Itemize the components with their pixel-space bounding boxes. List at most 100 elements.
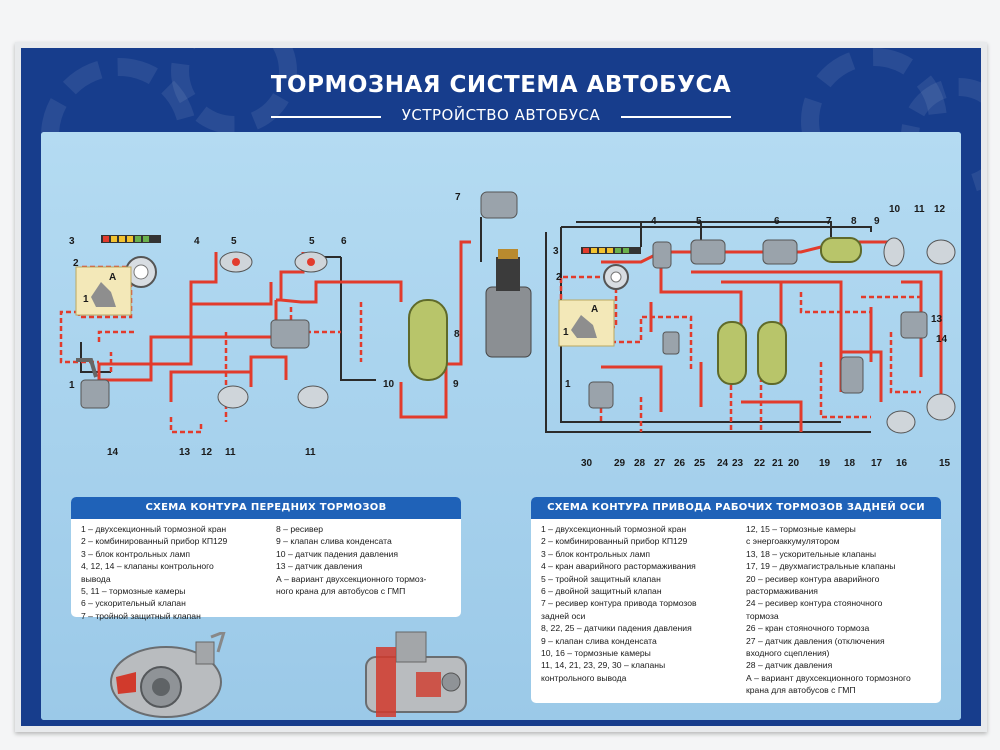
receiver-tank-icon <box>408 299 448 381</box>
legend-rear-brakes: СХЕМА КОНТУРА ПРИВОДА РАБОЧИХ ТОРМОЗОВ З… <box>531 497 941 703</box>
label-14: 14 <box>107 447 119 458</box>
label-2: 2 <box>73 258 79 269</box>
rlabel-8: 8 <box>851 216 857 227</box>
brake-chamber-rear-icon <box>883 237 905 267</box>
rear-scheme: 4 5 6 7 8 9 10 11 12 3 2 А 1 1 13 14 30 … <box>545 204 956 469</box>
brake-valve-icon <box>80 379 110 409</box>
legend-line: 13, 18 – ускорительные клапаны <box>746 548 877 559</box>
legend-line: А – вариант двухсекционного тормозного <box>746 672 911 683</box>
legend-line: контрольного вывода <box>541 672 627 683</box>
label-10: 10 <box>383 379 395 390</box>
label-5a: 5 <box>231 236 237 247</box>
legend-front-heading: СХЕМА КОНТУРА ПЕРЕДНИХ ТОРМОЗОВ <box>71 497 461 519</box>
legend-line: крана для автобусов с ГМП <box>746 685 856 696</box>
legend-line: 6 – двойной защитный клапан <box>541 586 662 597</box>
triple-valve-rear-icon <box>690 239 726 265</box>
parking-brake-valve-icon <box>662 331 680 355</box>
rlabel-17: 17 <box>871 458 883 469</box>
poster-board: ТОРМОЗНАЯ СИСТЕМА АВТОБУСА УСТРОЙСТВО АВ… <box>15 42 987 732</box>
label-5b: 5 <box>309 236 315 247</box>
legend-rear-col1: 1 – двухсекционный тормозной кран 2 – ко… <box>541 523 746 684</box>
rlabel-13: 13 <box>931 314 943 325</box>
brake-chamber-16-icon <box>886 410 916 434</box>
label-12: 12 <box>201 447 213 458</box>
label-6: 6 <box>341 236 347 247</box>
legend-line: с энергоаккумулятором <box>746 536 840 547</box>
rlabel-21: 21 <box>772 458 784 469</box>
receiver-24-icon <box>717 321 747 385</box>
legend-line: 5 – тройной защитный клапан <box>541 573 661 584</box>
subtitle-line-right <box>621 116 731 118</box>
legend-line: растормаживания <box>746 586 818 597</box>
label-8: 8 <box>454 329 460 340</box>
brake-chamber-icon <box>297 385 329 409</box>
rear-dark-pipe <box>545 221 872 433</box>
legend-line: 10, 16 – тормозные камеры <box>541 648 651 659</box>
label-1: 1 <box>69 380 75 391</box>
rlabel-22: 22 <box>754 458 766 469</box>
legend-front-brakes: СХЕМА КОНТУРА ПЕРЕДНИХ ТОРМОЗОВ 1 – двух… <box>71 497 461 621</box>
protective-valve-cutaway-icon <box>365 631 467 717</box>
rlabel-20: 20 <box>788 458 800 469</box>
legend-line: 7 – ресивер контура привода тормозов <box>541 598 697 609</box>
two-line-valve-icon <box>840 356 864 394</box>
rlabel-a: А <box>591 304 598 315</box>
rlabel-14: 14 <box>936 334 948 345</box>
rlabel-27: 27 <box>654 458 666 469</box>
relay-valve-cutaway-icon <box>110 632 226 718</box>
legend-line: 20 – ресивер контура аварийного <box>746 573 880 584</box>
label-9: 9 <box>453 379 459 390</box>
rlabel-30: 30 <box>581 458 593 469</box>
legend-line: 2 – комбинированный прибор КП129 <box>81 536 228 547</box>
legend-line: тормоза <box>746 610 779 621</box>
legend-line: 26 – кран стояночного тормоза <box>746 623 870 634</box>
receiver-20-icon <box>757 321 787 385</box>
brake-valve-rear-icon <box>588 381 614 409</box>
legend-line: 8, 22, 25 – датчики падения давления <box>541 623 692 634</box>
legend-line: 4, 12, 14 – клапаны контрольного <box>81 561 214 572</box>
rlabel-4: 4 <box>651 216 657 227</box>
emergency-release-valve-icon <box>652 241 672 269</box>
legend-rear-heading: СХЕМА КОНТУРА ПРИВОДА РАБОЧИХ ТОРМОЗОВ З… <box>531 497 941 519</box>
relay-valve-icon <box>270 319 310 349</box>
valve-photo <box>485 286 532 358</box>
rlabel-2: 2 <box>556 272 562 283</box>
legend-line: 11, 14, 21, 23, 29, 30 – клапаны <box>541 660 666 671</box>
rlabel-12: 12 <box>934 204 946 215</box>
legend-line: ного крана для автобусов с ГМП <box>276 586 406 597</box>
legend-line: 2 – комбинированный прибор КП129 <box>541 536 688 547</box>
rlabel-1-variant: 1 <box>563 327 569 338</box>
legend-line: 5, 11 – тормозные камеры <box>81 586 186 597</box>
legend-line: задней оси <box>541 610 586 621</box>
front-dark-pipe <box>80 217 482 381</box>
brand-logo: ZARNITZA <box>879 696 919 705</box>
rlabel-26: 26 <box>674 458 686 469</box>
legend-line: 12, 15 – тормозные камеры <box>746 524 856 534</box>
label-7: 7 <box>455 192 461 203</box>
rlabel-3: 3 <box>553 246 559 257</box>
rlabel-28: 28 <box>634 458 646 469</box>
rlabel-29: 29 <box>614 458 626 469</box>
rlabel-1: 1 <box>565 379 571 390</box>
brake-chamber-icon <box>217 385 249 409</box>
legend-line: 9 – клапан слива конденсата <box>276 536 392 547</box>
rlabel-5: 5 <box>696 216 702 227</box>
receiver-rear-icon <box>820 237 862 263</box>
triple-protective-valve-icon <box>480 191 518 219</box>
legend-line: 27 – датчик давления (отключения <box>746 635 885 646</box>
double-valve-rear-icon <box>762 239 798 265</box>
rlabel-19: 19 <box>819 458 831 469</box>
variant-a-box-rear <box>558 299 615 347</box>
legend-line: 1 – двухсекционный тормозной кран <box>81 524 227 534</box>
scheme-panel: 3 2 4 5 5 6 А 1 1 8 10 9 7 14 13 12 11 1… <box>41 132 961 720</box>
legend-line: 28 – датчик давления <box>746 660 833 671</box>
label-3: 3 <box>69 236 75 247</box>
legend-line: 13 – датчик давления <box>276 561 363 572</box>
legend-line: 3 – блок контрольных ламп <box>81 548 191 559</box>
rlabel-24: 24 <box>717 458 729 469</box>
rlabel-23: 23 <box>732 458 744 469</box>
legend-front-col2: 8 – ресивер 9 – клапан слива конденсата … <box>276 523 456 597</box>
legend-line: 10 – датчик падения давления <box>276 548 399 559</box>
rlabel-25: 25 <box>694 458 706 469</box>
rlabel-6: 6 <box>774 216 780 227</box>
